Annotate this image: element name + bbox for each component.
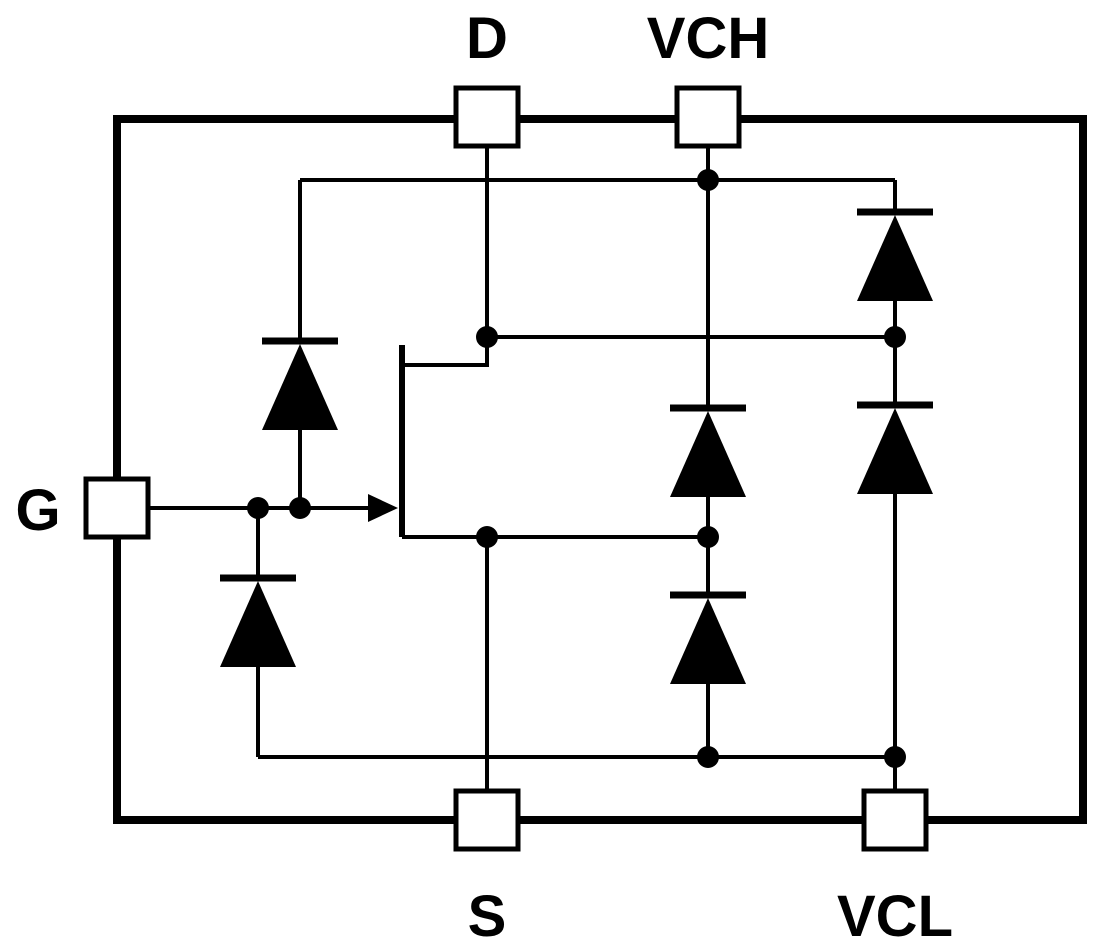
pin-vcl-square bbox=[861, 788, 929, 852]
pin-vch-square bbox=[674, 85, 742, 149]
diode-gate-upper bbox=[262, 337, 338, 430]
junction-dot bbox=[884, 326, 906, 348]
junction-dot bbox=[697, 526, 719, 548]
pin-vch-label: VCH bbox=[647, 6, 769, 71]
diode-mid-lower-triangle bbox=[670, 598, 746, 684]
junction-dot bbox=[697, 746, 719, 768]
diode-gate-lower bbox=[220, 574, 296, 667]
junction-dot bbox=[289, 497, 311, 519]
pin-g-label: G bbox=[15, 478, 60, 543]
junction-dots bbox=[247, 169, 906, 768]
junction-dot bbox=[476, 326, 498, 348]
pin-d-label: D bbox=[466, 6, 508, 71]
junction-dot bbox=[884, 746, 906, 768]
diode-right-upper bbox=[857, 208, 933, 301]
pin-s-label: S bbox=[468, 884, 507, 948]
pin-boxes bbox=[83, 85, 929, 852]
package-outline bbox=[113, 115, 1087, 824]
diode-right-lower bbox=[857, 401, 933, 494]
diode-right-lower-triangle bbox=[857, 408, 933, 494]
wires bbox=[148, 146, 897, 791]
pin-s-square bbox=[453, 788, 521, 852]
pin-g-square bbox=[83, 476, 151, 540]
diode-mid-upper-triangle bbox=[670, 411, 746, 497]
pin-labels: D VCH G S VCL bbox=[15, 6, 953, 948]
mosfet-gate-arrow-icon bbox=[368, 494, 398, 522]
junction-dot bbox=[476, 526, 498, 548]
diode-gate-upper-triangle bbox=[262, 344, 338, 430]
pin-d-square bbox=[453, 85, 521, 149]
junction-dot bbox=[247, 497, 269, 519]
diode-right-upper-triangle bbox=[857, 215, 933, 301]
mosfet-symbol bbox=[368, 345, 405, 537]
wire-drain-tap bbox=[402, 337, 489, 367]
diode-mid-lower bbox=[670, 591, 746, 684]
diode-mid-upper bbox=[670, 404, 746, 497]
junction-dot bbox=[697, 169, 719, 191]
pin-vcl-label: VCL bbox=[837, 884, 953, 948]
diode-gate-lower-triangle bbox=[220, 581, 296, 667]
